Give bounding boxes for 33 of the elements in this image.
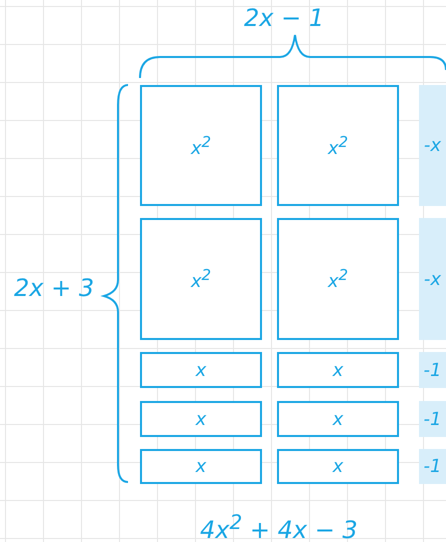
area-expression: 4x$^{2}$ + 4x − 3 (200, 510, 358, 542)
x-tile (140, 401, 262, 437)
negative-x-tile (419, 85, 446, 206)
tile-label: x$^{2}$ (328, 132, 348, 158)
tile-label: -x (424, 268, 442, 290)
tile-label: -1 (424, 360, 442, 380)
tile-label: x (196, 360, 206, 380)
height-label: 2x + 3 (14, 274, 94, 302)
negative-one-tile (419, 449, 446, 484)
x-tile (277, 352, 399, 388)
negative-one-tile (419, 401, 446, 437)
tile-label: -1 (424, 408, 442, 430)
tile-label: -1 (424, 456, 442, 477)
width-label: 2x − 1 (244, 4, 324, 32)
x-squared-tile (140, 218, 262, 340)
tile-label: x (332, 360, 344, 380)
x-tile (277, 449, 399, 484)
x-tile (277, 401, 399, 437)
tile-label: x (196, 408, 206, 430)
negative-one-tile (419, 352, 446, 388)
x-tile (140, 449, 262, 484)
x-squared-tile (140, 85, 262, 206)
x-squared-tile (277, 218, 399, 340)
tile-label: x (332, 456, 344, 477)
tile-label: x$^{2}$ (328, 266, 348, 292)
tile-label: x$^{2}$ (190, 266, 212, 292)
tile-label: -x (424, 135, 442, 156)
negative-x-tile (419, 218, 446, 340)
tile-label: x (196, 456, 206, 477)
tile-label: x$^{2}$ (190, 132, 212, 158)
tile-label: x (332, 408, 344, 430)
x-tile (140, 352, 262, 388)
x-squared-tile (277, 85, 399, 206)
